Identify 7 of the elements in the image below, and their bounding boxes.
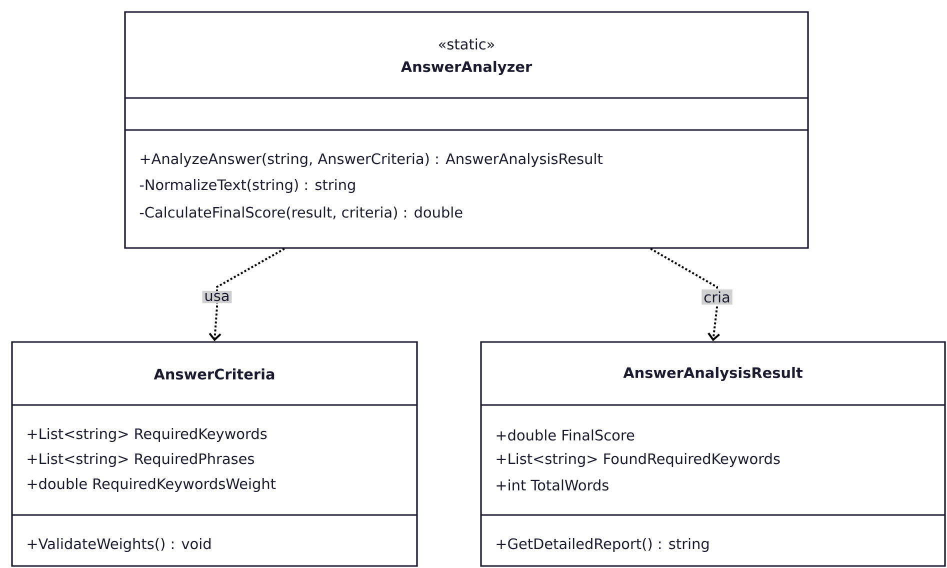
edge-label: usa: [202, 290, 232, 304]
arrow: [650, 248, 720, 342]
arrow: [208, 248, 285, 342]
class-box: AnswerAnalysisResult +double FinalScore +List<string> FoundRequiredKeywords +int TotalWords +GetDetailedReport() : string: [480, 341, 946, 567]
class-box: AnswerCriteria +List<string> RequiredKeywords +List<string> RequiredPhrases +double RequiredKeywordsWeight +ValidateWeights() : void: [11, 341, 418, 567]
class-box: «static» AnswerAnalyzer +AnalyzeAnswer(string, AnswerCriteria) : AnswerAnalysisResult -NormalizeText(string) : string -CalculateFinalScore(result, criteria) : double: [124, 11, 809, 249]
edge-label: cria: [702, 289, 732, 305]
